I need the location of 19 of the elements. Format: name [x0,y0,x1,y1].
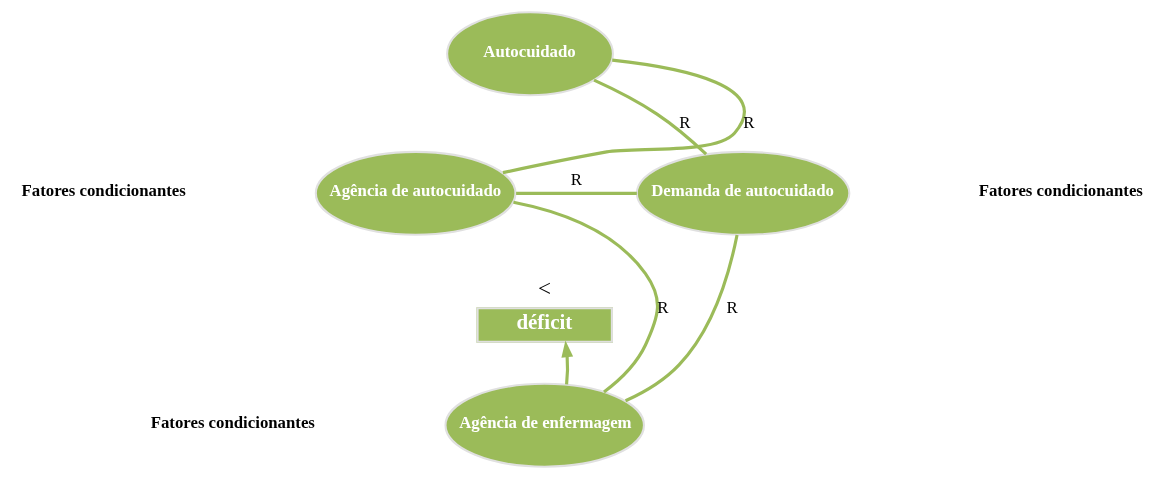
arrow [561,340,574,385]
edge-label: R [657,298,669,318]
label: Fatores condicionantes [150,413,315,433]
connector [593,78,708,156]
edge-label: R [743,112,755,132]
edge-label: R [570,169,582,189]
node-ellipse: Demanda de autocuidado [635,150,851,236]
label: Fatores condicionantes [978,181,1143,201]
edge-label: R [679,112,691,132]
connector [513,200,659,394]
connector [516,191,637,195]
node-label: < [537,275,551,302]
node-ellipse: Autocuidado [446,11,614,97]
connector [624,234,739,403]
label: Fatores condicionantes [21,181,186,201]
node-ellipse: Agência de autocuidado [314,150,517,236]
edge-label: R [726,298,738,318]
node-ellipse: Agência de enfermagem [444,382,645,468]
connector [502,58,746,175]
